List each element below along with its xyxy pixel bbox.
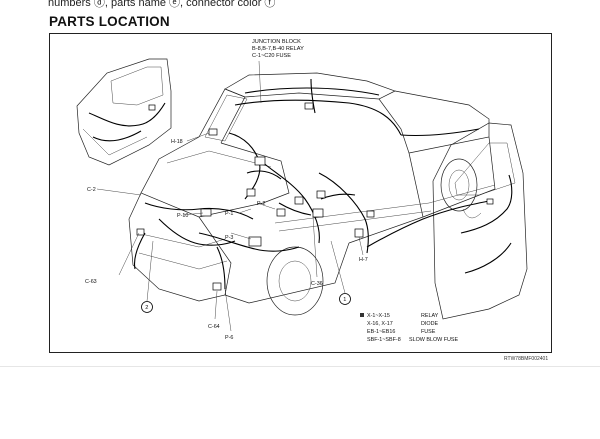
connector-label-c64: C-64	[208, 324, 220, 330]
legend-desc-4: SLOW BLOW FUSE	[409, 337, 459, 343]
leader-lines	[96, 60, 364, 332]
connector-label-p6: P-6	[225, 335, 233, 341]
connector-label-c2: C-2	[87, 187, 96, 193]
top-strip-text: numbers ⓓ, parts name ⓔ, connector color…	[48, 0, 276, 9]
junction-block-relay-label: B-8,B-7,B-40 RELAY	[252, 46, 304, 52]
page-divider	[0, 366, 600, 367]
connector-label-p1: P-1	[225, 211, 233, 217]
figure-reference-code: RTW78BMF002401	[504, 356, 549, 362]
legend-desc-1: RELAY	[421, 313, 439, 319]
connector-label-p10: P-10	[177, 213, 188, 219]
page-title: PARTS LOCATION	[49, 14, 170, 29]
connector-label-p3: P-3	[225, 235, 233, 241]
callout-2: 2	[141, 301, 153, 313]
connector-label-c36: C-36	[311, 281, 323, 287]
legend-desc-3: FUSE	[421, 329, 436, 335]
legend-desc-2: DIODE	[421, 321, 438, 327]
connector-label-h7: H-7	[359, 257, 368, 263]
legend-square-icon	[360, 313, 364, 317]
wiring-harness	[133, 78, 490, 290]
junction-block-fuse-label: C-1~C20 FUSE	[252, 53, 291, 59]
junction-block-label: JUNCTION BLOCK	[252, 39, 301, 45]
truck-body-outline	[128, 72, 496, 316]
connector-label-c63: C-63	[85, 279, 97, 285]
legend: X-1~X-15 RELAY X-16, X-17 DIODE EB-1~EB1…	[360, 313, 459, 343]
connector-label-h18: H-18	[171, 139, 183, 145]
parts-location-diagram: JUNCTION BLOCK B-8,B-7,B-40 RELAY C-1~C2…	[76, 39, 528, 343]
callout-1-text: 1	[343, 297, 346, 303]
diagram-frame	[49, 33, 552, 353]
left-door-outline	[76, 58, 172, 166]
callout-2-text: 2	[145, 305, 148, 311]
legend-code-2: X-16, X-17	[367, 321, 393, 327]
connector-label-p2: P-2	[257, 201, 265, 207]
right-door-outline	[432, 122, 528, 320]
legend-code-3: EB-1~EB16	[367, 329, 395, 335]
callout-1: 1	[339, 293, 351, 305]
legend-code-1: X-1~X-15	[367, 313, 390, 319]
connector-blocks	[136, 102, 494, 291]
legend-code-4: SBF-1~SBF-8	[367, 337, 401, 343]
